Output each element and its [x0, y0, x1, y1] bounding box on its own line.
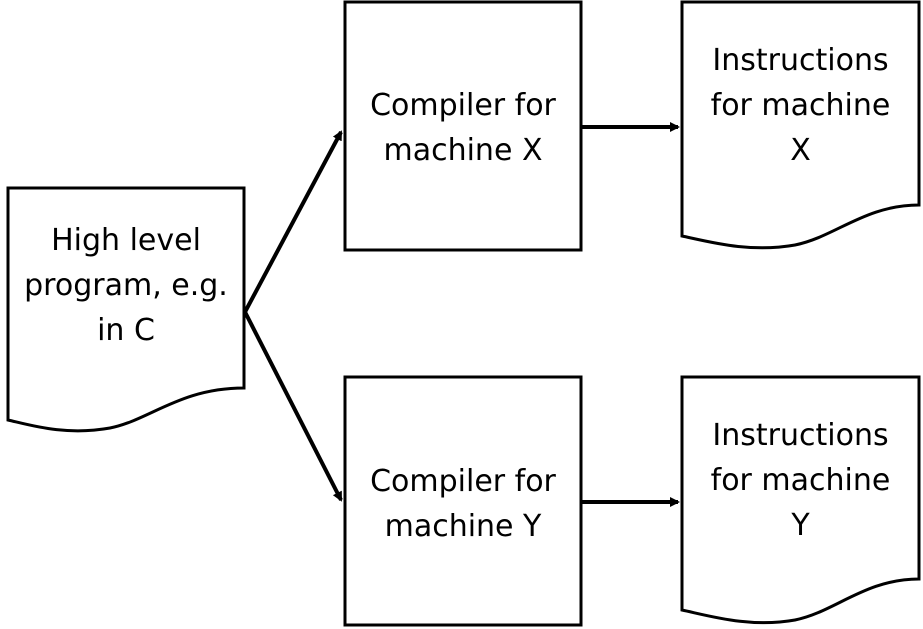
compiler-x-label-line-2: machine X: [383, 133, 543, 168]
output-x-document-shape: [680, 0, 921, 250]
output-y-label-line-2: for machine: [710, 462, 891, 498]
compiler-x-label: Compiler for machine X: [345, 80, 581, 176]
compiler-x-label-line-1: Compiler for: [370, 88, 556, 123]
output-x-label: Instructions for machine X: [682, 35, 919, 175]
arrow-source-to-compiler-x: [243, 130, 343, 313]
output-y-label: Instructions for machine Y: [682, 410, 919, 550]
compiler-y-box: [343, 375, 583, 627]
source-document-label: High level program, e.g. in C: [8, 215, 244, 355]
source-label-line-2: program, e.g.: [24, 267, 228, 303]
output-y-document-shape: [680, 375, 921, 625]
source-label-line-3: in C: [97, 312, 155, 348]
output-x-label-line-2: for machine: [710, 87, 891, 123]
arrow-source-to-compiler-y: [243, 311, 343, 502]
compiler-y-label-line-1: Compiler for: [370, 464, 556, 499]
output-x-label-line-1: Instructions: [712, 42, 889, 78]
source-label-line-1: High level: [51, 222, 201, 258]
compiler-y-label-line-2: machine Y: [384, 509, 542, 544]
compiler-x-box: [343, 0, 583, 252]
output-y-label-line-3: Y: [791, 507, 810, 543]
compiler-y-label: Compiler for machine Y: [345, 456, 581, 552]
output-x-label-line-3: X: [790, 132, 811, 168]
source-document-shape: [6, 186, 246, 433]
output-y-label-line-1: Instructions: [712, 417, 889, 453]
